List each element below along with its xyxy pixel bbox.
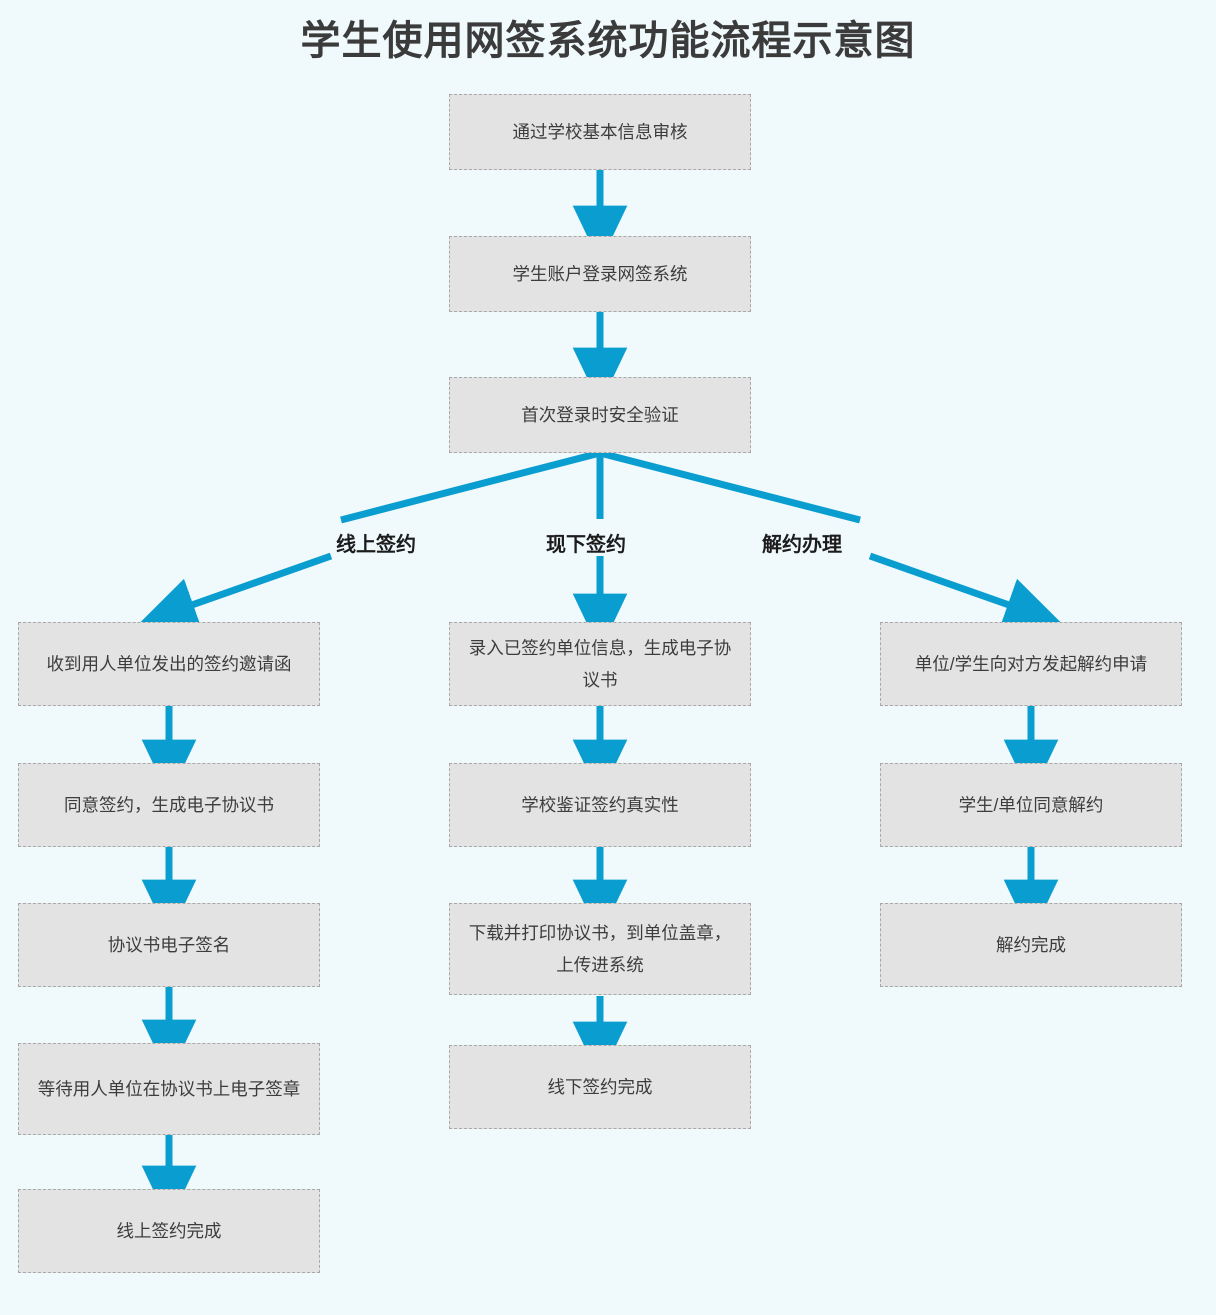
node-offline-2[interactable]: 学校鉴证签约真实性 xyxy=(449,763,751,847)
node-label: 等待用人单位在协议书上电子签章 xyxy=(37,1079,301,1099)
node-offline-3[interactable]: 下载并打印协议书，到单位盖章，上传进系统 xyxy=(449,903,751,995)
node-label: 首次登录时安全验证 xyxy=(521,405,679,425)
node-label: 同意签约，生成电子协议书 xyxy=(64,795,274,815)
node-online-1[interactable]: 收到用人单位发出的签约邀请函 xyxy=(18,622,320,706)
node-offline-1[interactable]: 录入已签约单位信息，生成电子协议书 xyxy=(449,622,751,706)
page-title: 学生使用网签系统功能流程示意图 xyxy=(300,19,916,63)
node-label: 学生账户登录网签系统 xyxy=(512,264,688,284)
node-trunk-2[interactable]: 学生账户登录网签系统 xyxy=(449,236,751,312)
node-label: 通过学校基本信息审核 xyxy=(512,122,688,142)
node-offline-4[interactable]: 线下签约完成 xyxy=(449,1045,751,1129)
node-label: 下载并打印协议书，到单位盖章，上传进系统 xyxy=(468,923,732,975)
arrow-branch-terminate xyxy=(868,552,1063,631)
node-label: 单位/学生向对方发起解约申请 xyxy=(914,654,1148,674)
node-label: 线下签约完成 xyxy=(547,1077,653,1097)
branch-label-text: 现下签约 xyxy=(546,534,626,556)
node-online-5[interactable]: 线上签约完成 xyxy=(18,1189,320,1273)
branch-label-text: 线上签约 xyxy=(336,534,416,556)
node-online-3[interactable]: 协议书电子签名 xyxy=(18,903,320,987)
node-label: 协议书电子签名 xyxy=(107,935,231,955)
node-label: 收到用人单位发出的签约邀请函 xyxy=(46,654,292,674)
node-label: 线上签约完成 xyxy=(116,1221,222,1241)
branch-label-terminate: 解约办理 xyxy=(762,528,842,557)
branch-label-offline: 现下签约 xyxy=(546,528,626,557)
node-label: 学生/单位同意解约 xyxy=(958,795,1104,815)
node-terminate-2[interactable]: 学生/单位同意解约 xyxy=(880,763,1182,847)
node-online-2[interactable]: 同意签约，生成电子协议书 xyxy=(18,763,320,847)
node-terminate-3[interactable]: 解约完成 xyxy=(880,903,1182,987)
branch-line-online-upper xyxy=(340,449,601,524)
arrow-branch-online xyxy=(138,552,333,631)
branch-label-text: 解约办理 xyxy=(762,534,842,556)
node-terminate-1[interactable]: 单位/学生向对方发起解约申请 xyxy=(880,622,1182,706)
node-label: 录入已签约单位信息，生成电子协议书 xyxy=(468,638,732,690)
branch-label-online: 线上签约 xyxy=(336,528,416,557)
node-trunk-3[interactable]: 首次登录时安全验证 xyxy=(449,377,751,453)
node-label: 学校鉴证签约真实性 xyxy=(521,795,679,815)
node-trunk-1[interactable]: 通过学校基本信息审核 xyxy=(449,94,751,170)
branch-line-terminate-upper xyxy=(599,449,861,524)
node-label: 解约完成 xyxy=(996,935,1066,955)
node-online-4[interactable]: 等待用人单位在协议书上电子签章 xyxy=(18,1043,320,1135)
